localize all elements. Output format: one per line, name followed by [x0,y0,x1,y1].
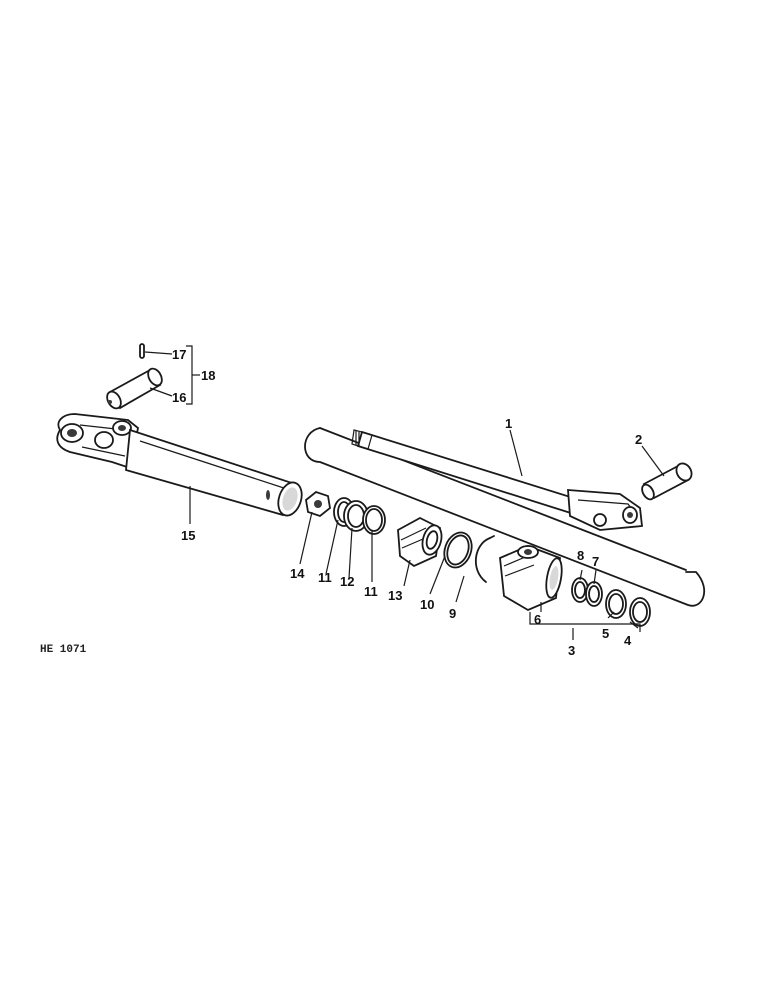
callout-1: 1 [505,416,512,431]
callout-8: 8 [577,548,584,563]
callout-6: 6 [534,612,541,627]
callout-18: 18 [201,368,215,383]
figure-code: HE 1071 [40,644,87,656]
callout-11a: 11 [318,570,332,585]
ring-7 [585,581,603,607]
piston-nut-14 [305,490,331,518]
cotter-pin-17 [139,343,145,359]
ring-5 [605,589,627,619]
callout-9: 9 [449,606,456,621]
callout-15: 15 [181,528,195,543]
backup-ring-11b [362,505,386,535]
callout-4: 4 [624,633,632,648]
callout-5: 5 [602,626,609,641]
clevis-pin-2 [641,462,693,501]
callout-14: 14 [290,566,305,581]
leader-lines [144,345,665,640]
callout-12: 12 [340,574,354,589]
o-ring-12 [343,500,369,532]
cylinder-barrel [56,413,303,517]
callout-16: 16 [172,390,186,405]
callout-11b: 11 [364,584,378,599]
cylinder-gland-6 [499,545,563,612]
o-ring-10 [443,531,473,569]
callout-2: 2 [635,432,642,447]
piston-13 [397,516,443,568]
piston-rod-assembly-1 [304,427,706,607]
snap-ring-9 [475,535,495,583]
callout-7: 7 [592,554,599,569]
clevis-pin-16 [106,367,163,410]
callout-17: 17 [172,347,186,362]
callout-13: 13 [388,588,402,603]
callout-10: 10 [420,597,434,612]
callout-3: 3 [568,643,575,658]
callout-labels: 1 2 3 4 5 6 7 8 9 10 11 12 11 13 14 15 1… [40,347,642,658]
ring-4 [629,597,651,627]
